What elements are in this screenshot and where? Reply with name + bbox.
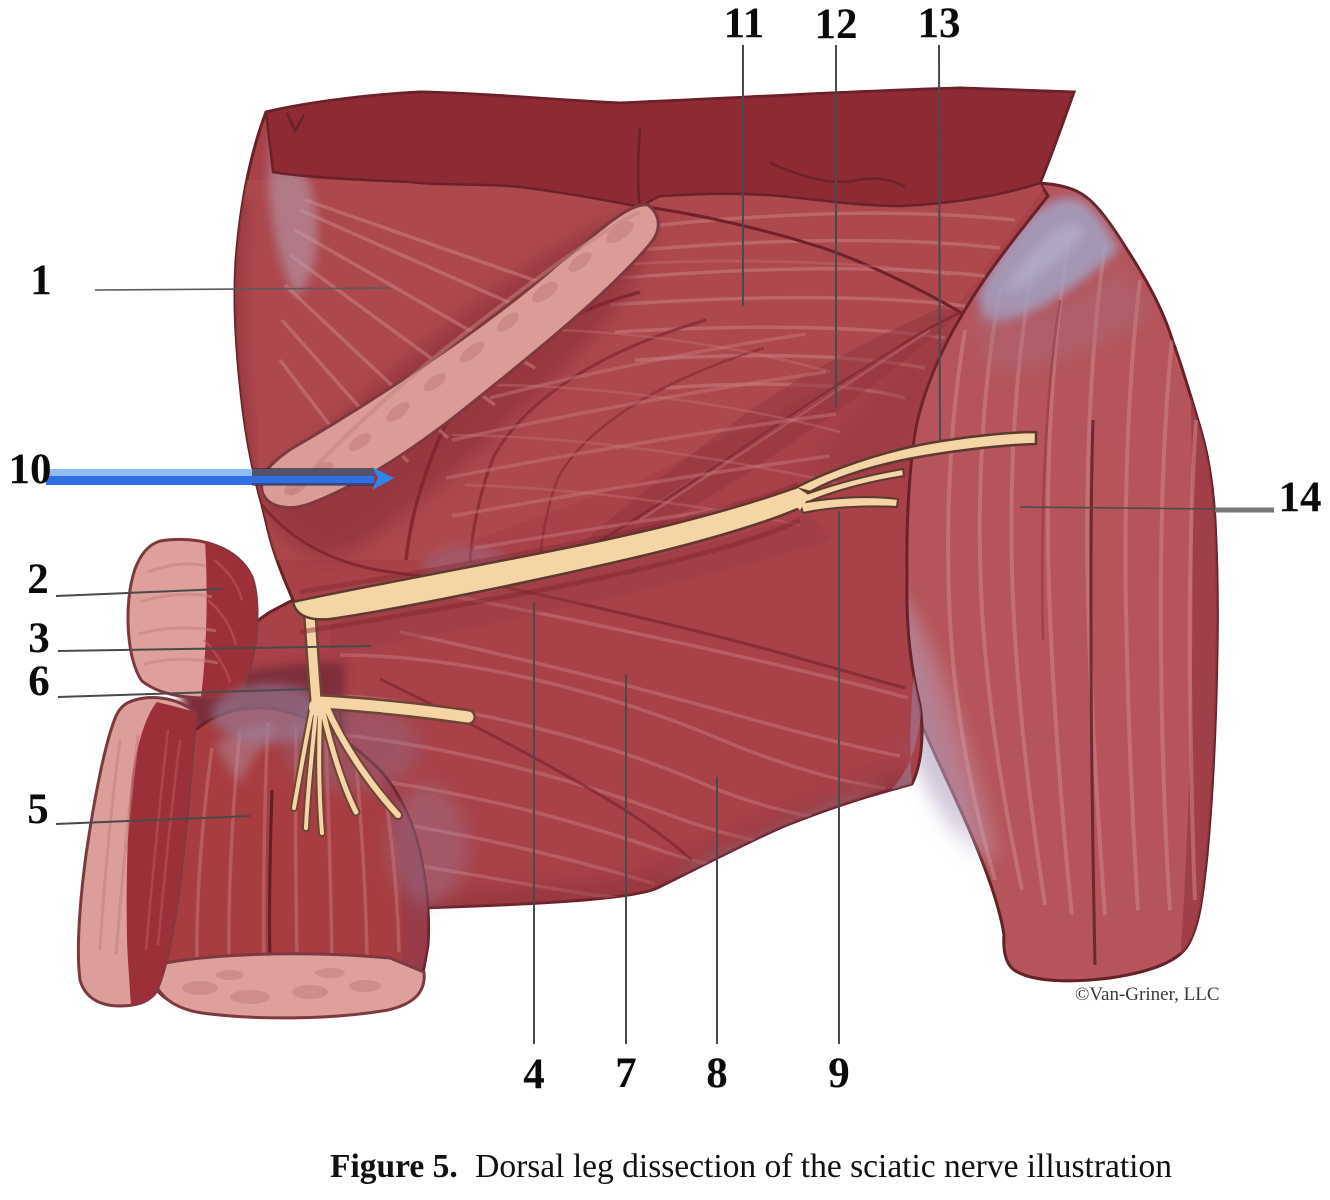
svg-text:©Van-Griner, LLC: ©Van-Griner, LLC (1075, 984, 1220, 1005)
svg-text:4: 4 (523, 1051, 545, 1098)
svg-text:13: 13 (918, 0, 961, 47)
svg-text:1: 1 (30, 257, 52, 304)
svg-text:9: 9 (828, 1050, 850, 1097)
svg-text:11: 11 (724, 0, 765, 47)
svg-text:7: 7 (615, 1050, 637, 1097)
svg-text:8: 8 (706, 1050, 728, 1097)
svg-text:Figure 5. Dorsal leg dissectio: Figure 5. Dorsal leg dissection of the s… (330, 1148, 1172, 1185)
svg-text:5: 5 (27, 786, 49, 833)
svg-text:10: 10 (9, 446, 52, 493)
svg-text:3: 3 (28, 615, 50, 662)
svg-text:6: 6 (28, 658, 50, 705)
svg-text:12: 12 (815, 1, 858, 48)
svg-text:14: 14 (1279, 474, 1322, 521)
svg-text:2: 2 (27, 556, 49, 603)
